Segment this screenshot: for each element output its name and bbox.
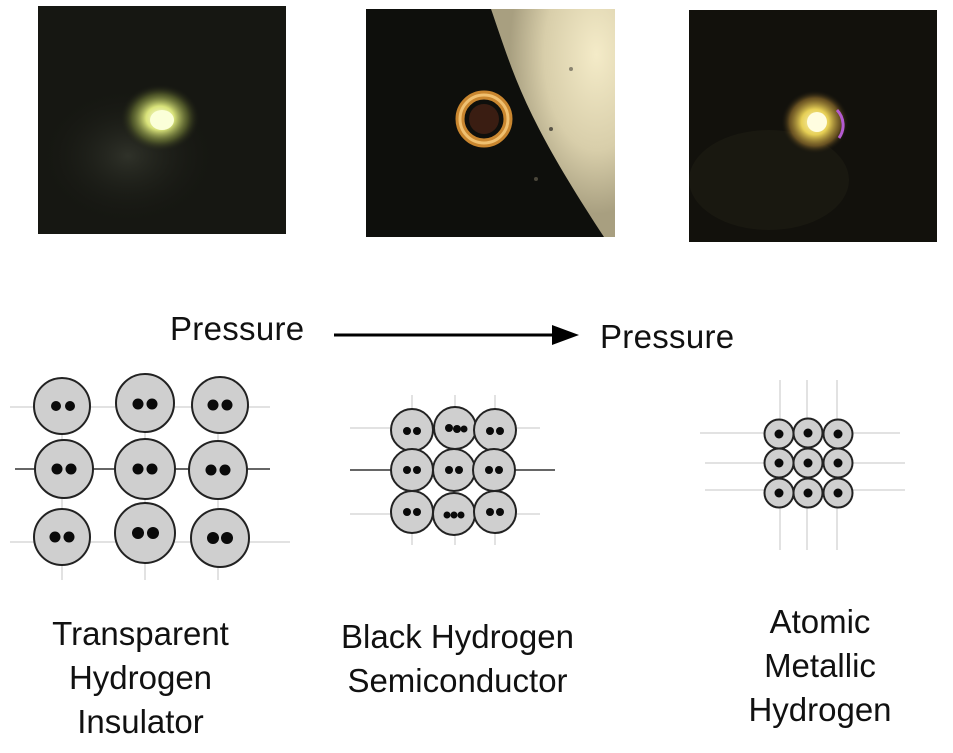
atom	[763, 477, 795, 509]
atom	[763, 418, 795, 450]
caption-line: Hydrogen	[748, 691, 892, 728]
photo-metallic-hydrogen	[689, 10, 937, 242]
atom	[822, 447, 854, 479]
caption-line: Semiconductor	[347, 662, 568, 699]
photo-transparent-hydrogen-image	[38, 6, 286, 234]
insulator-lattice	[10, 373, 290, 580]
semiconductor-molecules	[390, 406, 517, 536]
molecule	[472, 448, 516, 492]
caption-line: Black Hydrogen	[341, 618, 574, 655]
pressure-label-left: Pressure	[170, 310, 305, 347]
pressure-label-right: Pressure	[600, 318, 735, 355]
atom	[792, 417, 824, 449]
caption-line: Metallic	[764, 647, 876, 684]
semiconductor-lattice	[350, 395, 555, 545]
molecule	[115, 373, 175, 433]
molecule	[191, 376, 249, 434]
molecule	[473, 490, 517, 534]
molecule	[390, 490, 434, 534]
pressure-arrow	[334, 325, 579, 345]
caption-line: Atomic	[769, 603, 871, 640]
metallic-atoms	[763, 417, 854, 509]
molecule	[390, 408, 434, 452]
caption-line: Insulator	[77, 703, 204, 740]
photo-black-hydrogen-image	[366, 9, 615, 237]
molecule	[432, 448, 476, 492]
molecule	[33, 508, 91, 566]
metallic-lattice	[700, 380, 905, 550]
molecule	[114, 502, 176, 564]
caption-line: Transparent	[52, 615, 229, 652]
molecule	[188, 440, 248, 500]
molecule	[432, 492, 476, 536]
molecule	[473, 408, 517, 452]
photo-metallic-hydrogen-image	[689, 10, 937, 242]
molecule	[433, 406, 477, 450]
caption-line: Hydrogen	[68, 659, 213, 696]
atom	[822, 418, 854, 450]
caption-atomic-metallic-hydrogen: Atomic Metallic Hydrogen	[735, 600, 905, 732]
molecule	[114, 438, 176, 500]
caption-transparent-hydrogen-insulator: Transparent Hydrogen Insulator	[28, 612, 253, 744]
atom	[792, 477, 824, 509]
photo-black-hydrogen	[366, 9, 615, 237]
atom	[763, 447, 795, 479]
molecule	[33, 377, 91, 435]
molecule	[34, 439, 94, 499]
molecule	[190, 508, 250, 568]
insulator-molecules	[33, 373, 250, 568]
atom	[822, 477, 854, 509]
photo-transparent-hydrogen	[38, 6, 286, 234]
molecule	[390, 448, 434, 492]
atom	[792, 447, 824, 479]
caption-black-hydrogen-semiconductor: Black Hydrogen Semiconductor	[320, 615, 595, 703]
